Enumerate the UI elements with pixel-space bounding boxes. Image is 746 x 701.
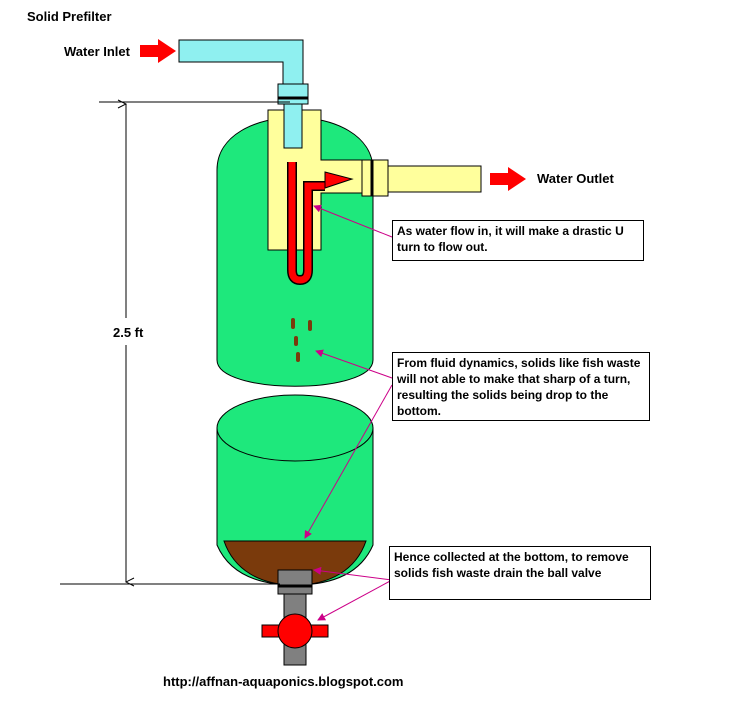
inlet-arrow: [140, 39, 176, 63]
u-turn-flow-fill: [288, 162, 325, 284]
pointer-sediment: [304, 384, 393, 539]
pointer-u-turn: [313, 204, 393, 238]
outlet-pipe: [384, 165, 482, 193]
outlet-arrow: [490, 167, 526, 191]
inlet-dropper: [283, 97, 303, 149]
diagram-title: Solid Prefilter: [27, 9, 112, 24]
note-u-turn: As water flow in, it will make a drastic…: [392, 220, 644, 261]
height-label: 2.5 ft: [113, 325, 144, 340]
lower-tank-rim: [216, 394, 374, 462]
pointer-valve-top: [313, 566, 393, 581]
note-fluid-dynamics: From fluid dynamics, solids like fish wa…: [392, 352, 650, 421]
pointer-fluid-dynamics: [315, 349, 393, 379]
flow-arrowhead: [324, 171, 354, 189]
pointer-valve: [317, 579, 393, 621]
ball-valve[interactable]: [277, 613, 313, 649]
inlet-pipe: [178, 39, 304, 87]
water-outlet-label: Water Outlet: [537, 171, 614, 186]
source-url: http://affnan-aquaponics.blogspot.com: [163, 674, 404, 689]
drain-coupling: [277, 569, 313, 595]
note-collected: Hence collected at the bottom, to remove…: [389, 546, 651, 600]
water-inlet-label: Water Inlet: [64, 44, 131, 59]
outlet-coupling: [361, 159, 389, 197]
falling-solids: [291, 318, 312, 362]
inlet-coupling: [277, 83, 309, 105]
